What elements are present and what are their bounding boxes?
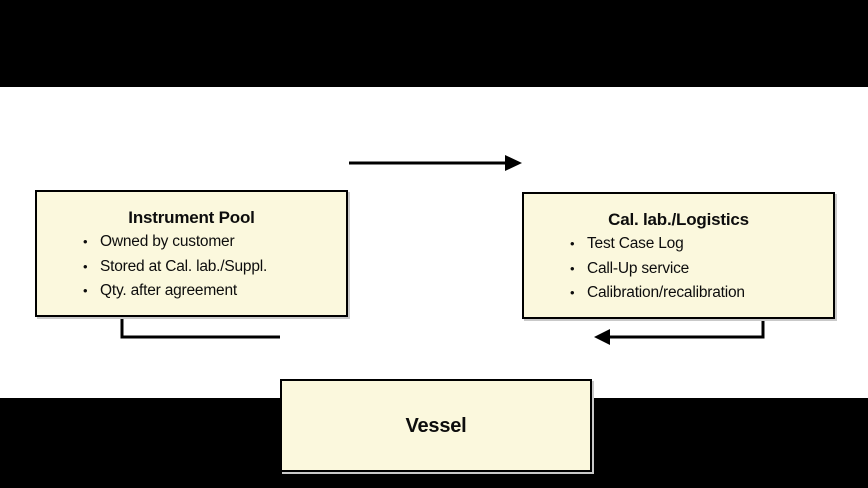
node-title: Instrument Pool — [128, 208, 255, 227]
bullet-item: • Owned by customer — [83, 230, 338, 255]
node-bullet-list: • Test Case Log • Call-Up service • Cali… — [524, 232, 833, 306]
bullet-marker: • — [570, 285, 575, 300]
node-cal-lab-logistics: Cal. lab./Logistics • Test Case Log • Ca… — [522, 192, 835, 319]
bullet-item: • Qty. after agreement — [83, 279, 338, 304]
node-title: Vessel — [405, 414, 467, 437]
node-vessel: Vessel — [280, 379, 592, 472]
bullet-text: Stored at Cal. lab./Suppl. — [100, 257, 268, 275]
bullet-marker: • — [83, 258, 88, 274]
bullet-text: Calibration/recalibration — [587, 284, 745, 301]
bullet-marker: • — [83, 283, 88, 298]
bullet-text: Call-Up service — [587, 259, 690, 277]
bullet-marker: • — [570, 260, 575, 276]
bullet-item: • Calibration/recalibration — [570, 281, 825, 306]
bullet-item: • Stored at Cal. lab./Suppl. — [83, 255, 338, 280]
bullet-text: Test Case Log — [587, 235, 684, 252]
bullet-text: Owned by customer — [100, 233, 235, 250]
node-title: Cal. lab./Logistics — [608, 210, 749, 229]
arrow-instrument-pool-to-cal-lab — [349, 155, 522, 171]
bullet-marker: • — [83, 234, 88, 249]
slide-content: Instrument Pool • Owned by customer • St… — [0, 87, 868, 472]
bullet-text: Qty. after agreement — [100, 282, 237, 299]
node-instrument-pool: Instrument Pool • Owned by customer • St… — [35, 190, 348, 317]
node-bullet-list: • Owned by customer • Stored at Cal. lab… — [37, 230, 346, 304]
bullet-item: • Call-Up service — [570, 257, 825, 282]
bullet-item: • Test Case Log — [570, 232, 825, 257]
bullet-marker: • — [570, 236, 575, 251]
